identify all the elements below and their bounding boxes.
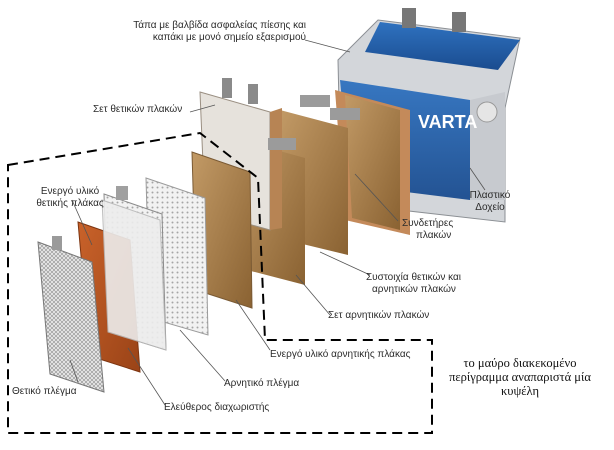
cell-dashed-outline <box>7 131 433 434</box>
pos-active-label: Ενεργό υλικό θετικής πλάκας <box>36 186 104 209</box>
positive-set-label: Σετ θετικών πλακών <box>93 104 183 115</box>
neg-active-label: Ενεργό υλικό αρνητικής πλάκας <box>270 349 411 360</box>
leader-lines <box>69 39 486 406</box>
pos-grid-label: Θετικό πλέγμα <box>12 386 77 397</box>
cell-outline-note: το μαύρο διακεκομένο περίγραμμα αναπαρισ… <box>449 356 591 398</box>
positive-grid <box>37 236 105 393</box>
stack-label: Συστοιχία θετικών και αρνητικών πλακών <box>366 272 461 295</box>
connectors-label: Συνδετήρες πλακών <box>402 218 454 241</box>
lid-label: Τάπα με βαλβίδα ασφαλείας πίεσης και καπ… <box>133 20 306 43</box>
separator-label: Ελεύθερος διαχωριστής <box>164 402 270 413</box>
brand-logo: VARTA <box>418 112 477 132</box>
plastic-case-label: Πλαστικό Δοχείο <box>469 190 511 213</box>
negative-set-label: Σετ αρνητικών πλακών <box>328 310 430 321</box>
white-separator <box>101 199 167 351</box>
neg-grid-label: Αρνητικό πλέγμα <box>224 378 300 389</box>
connectors <box>268 95 360 150</box>
